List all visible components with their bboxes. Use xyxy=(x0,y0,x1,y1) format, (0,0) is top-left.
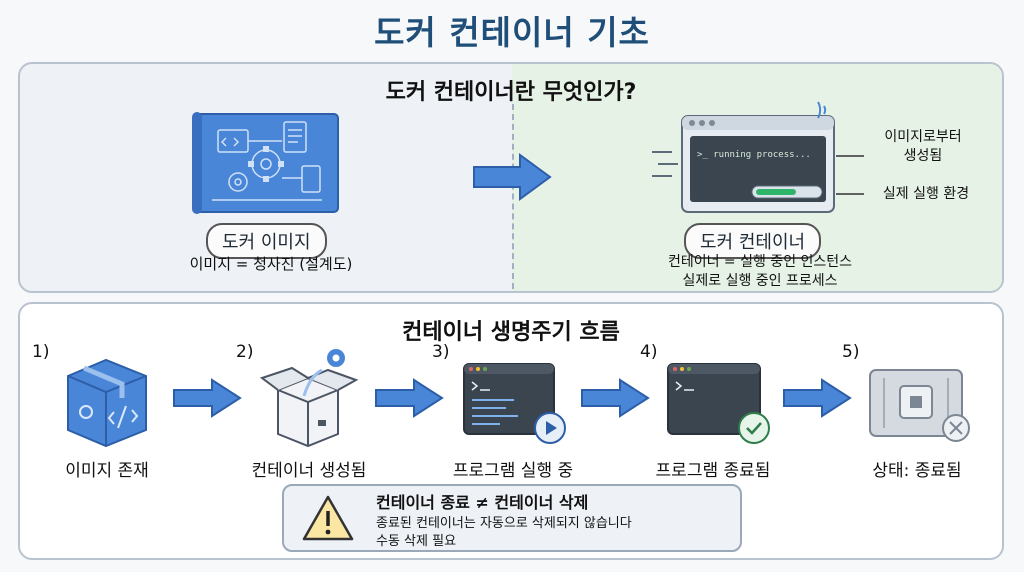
image-box-icon xyxy=(67,358,147,448)
container-caption-2: 실제로 실행 중인 프로세스 xyxy=(682,273,838,289)
step-1-number: 1) xyxy=(32,342,50,362)
step-2-label: 컨테이너 생성됨 xyxy=(251,461,367,481)
docker-container-pill: 도커 컨테이너 xyxy=(684,223,822,259)
label-created-from-image: 이미지로부터 생성됨 xyxy=(884,129,962,164)
wifi-signal-icon xyxy=(817,101,827,119)
open-box-gear-icon xyxy=(259,349,359,448)
label-line-1 xyxy=(836,155,864,157)
step-5-label: 상태: 종료됨 xyxy=(872,461,962,481)
stopped-container-icon xyxy=(869,369,970,442)
terminal-window-icon xyxy=(681,115,835,213)
image-caption: 이미지 = 청사진 (설계도) xyxy=(189,255,353,273)
top-panel-heading: 도커 컨테이너란 무엇인가? xyxy=(385,80,637,105)
arrow-right-icon xyxy=(581,378,650,418)
blueprint-gear-icon xyxy=(192,112,339,214)
docker-image-pill: 도커 이미지 xyxy=(206,223,327,259)
step-4-label: 프로그램 종료됨 xyxy=(655,461,771,481)
step-3-label: 프로그램 실행 중 xyxy=(452,461,574,481)
step-2-number: 2) xyxy=(236,342,254,362)
step-1-label: 이미지 존재 xyxy=(65,461,149,481)
arrow-right-icon xyxy=(473,153,552,201)
container-caption-1: 컨테이너 = 실행 중인 인스턴스 xyxy=(667,254,853,270)
warning-note: 컨테이너 종료 ≠ 컨테이너 삭제 종료된 컨테이너는 자동으로 삭제되지 않습… xyxy=(282,484,742,552)
finished-terminal-icon xyxy=(667,363,770,444)
label-line-2 xyxy=(836,193,864,195)
note-line-1: 종료된 컨테이너는 자동으로 삭제되지 않습니다 xyxy=(376,516,632,531)
panel-divider xyxy=(512,104,514,289)
terminal-text: >_ running process... xyxy=(697,150,811,160)
label-real-environment: 실제 실행 환경 xyxy=(882,186,970,202)
motion-lines-icon xyxy=(652,151,678,177)
arrow-right-icon xyxy=(783,378,852,418)
note-title: 컨테이너 종료 ≠ 컨테이너 삭제 xyxy=(376,493,589,512)
step-3-number: 3) xyxy=(432,342,450,362)
step-5-number: 5) xyxy=(842,342,860,362)
arrow-right-icon xyxy=(173,378,242,418)
page-title: 도커 컨테이너 기초 xyxy=(374,13,650,52)
warning-icon xyxy=(302,495,354,541)
bottom-panel-heading: 컨테이너 생명주기 흐름 xyxy=(402,320,620,345)
step-4-number: 4) xyxy=(640,342,658,362)
arrow-right-icon xyxy=(375,378,444,418)
note-line-2: 수동 삭제 필요 xyxy=(376,534,457,549)
running-terminal-icon xyxy=(463,363,566,444)
